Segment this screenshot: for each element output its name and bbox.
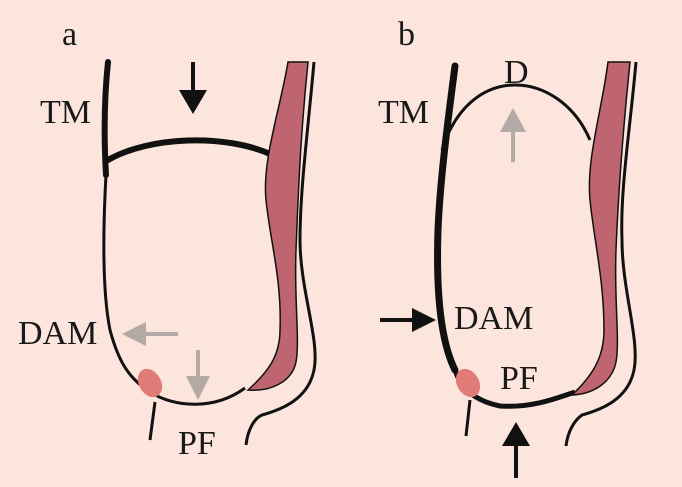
panel-a-cavity-outline <box>102 174 246 406</box>
panel-b-diaphragm <box>440 83 592 151</box>
panel-a-left-leg <box>148 401 157 441</box>
panel-b-d-label: D <box>504 54 529 91</box>
panel-b-tm-label: TM <box>378 94 429 131</box>
panel-a-letter: a <box>62 16 78 53</box>
panel-b-back-line <box>564 61 638 447</box>
panel-b-up-arrow-dark <box>502 422 530 478</box>
panel-a-muscle-band <box>246 61 309 391</box>
panel-b-left-leg <box>464 399 472 437</box>
panel-a-down-arrow-dark <box>179 62 207 114</box>
panel-b <box>380 61 638 478</box>
panel-b-left-wall <box>434 62 459 374</box>
panel-b-dam-label: DAM <box>454 300 534 337</box>
panel-a <box>101 59 317 446</box>
panel-b-pink-oval <box>455 368 481 398</box>
panel-a-back-line <box>244 61 317 446</box>
panel-a-down-arrow-light <box>186 350 210 400</box>
panel-b-right-arrow-dark <box>380 308 436 332</box>
panel-a-left-wall <box>101 59 111 178</box>
panel-a-pf-label: PF <box>178 425 216 462</box>
panel-b-muscle-band <box>570 61 631 396</box>
panel-a-left-arrow-light <box>122 322 178 346</box>
panel-a-diaphragm <box>105 137 273 163</box>
panel-a-pink-oval <box>137 368 163 398</box>
panel-b-up-arrow-light <box>500 108 526 162</box>
panel-b-letter: b <box>398 16 415 53</box>
panel-a-dam-label: DAM <box>18 315 98 352</box>
panel-b-pf-label: PF <box>500 360 538 397</box>
panel-a-tm-label: TM <box>40 94 91 131</box>
